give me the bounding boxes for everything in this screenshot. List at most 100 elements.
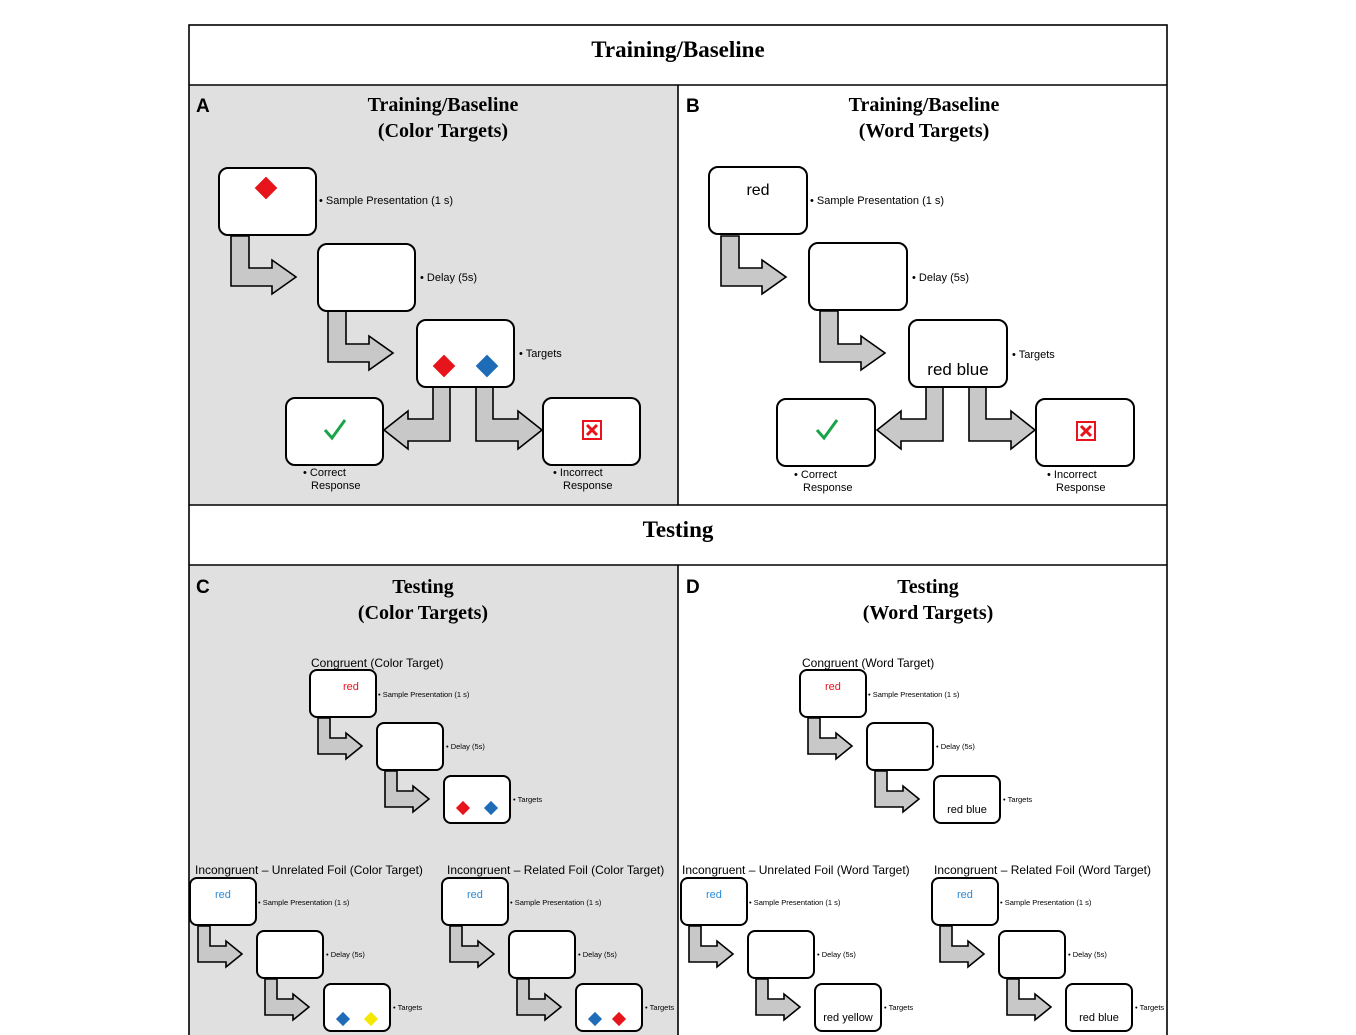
incorrect-label: Response (1056, 482, 1106, 494)
diamond-icon (483, 800, 499, 816)
targets-label: • Targets (1003, 795, 1032, 804)
arrow-down-right (475, 386, 544, 451)
arrow-down-right (516, 978, 563, 1022)
arrow-down-right (819, 310, 887, 372)
panel-letter-a: A (196, 96, 210, 117)
panel-b-title-line2: (Word Targets) (859, 120, 990, 142)
delay-screen (747, 930, 815, 979)
arrow-down-right (317, 717, 364, 761)
sample-word: red (746, 182, 769, 199)
cross-box-icon (1076, 421, 1096, 441)
cross-box-icon (582, 420, 602, 440)
target-words: red blue (947, 804, 987, 816)
delay-label: • Delay (5s) (578, 950, 617, 959)
delay-label: • Delay (5s) (326, 950, 365, 959)
delay-label: • Delay (5s) (817, 950, 856, 959)
panel-b-flow: red • Sample Presentation (1 s) • Delay … (708, 166, 1135, 494)
diamond-icon (455, 800, 471, 816)
incorrect-label: Response (563, 480, 613, 492)
panel-a-title-line1: Training/Baseline (368, 94, 519, 116)
sample-word: red (467, 889, 483, 901)
sample-word: red (215, 889, 231, 901)
sample-screen (708, 166, 808, 235)
panel-letter-b: B (686, 96, 700, 117)
delay-screen (866, 722, 934, 771)
delay-screen (998, 930, 1066, 979)
targets-screen (323, 983, 391, 1032)
condition-title: Incongruent – Unrelated Foil (Color Targ… (195, 863, 423, 877)
arrow-down-right (230, 235, 298, 296)
delay-screen (376, 722, 444, 771)
target-words: red blue (927, 360, 988, 379)
arrow-down-right (384, 770, 431, 814)
check-icon (323, 419, 347, 441)
panel-d-title-line1: Testing (897, 576, 959, 598)
targets-screen (1065, 983, 1133, 1032)
panel-c-title-line2: (Color Targets) (358, 602, 488, 624)
arrow-down-right (264, 978, 311, 1022)
arrow-down-right (197, 925, 244, 969)
arrow-down-right (968, 386, 1037, 451)
targets-label: • Targets (519, 348, 562, 360)
sample-label: • Sample Presentation (1 s) (749, 898, 841, 907)
targets-label: • Targets (1135, 1003, 1164, 1012)
arrow-down-right (720, 235, 788, 296)
figure-frame (188, 24, 1168, 1035)
targets-label: • Targets (513, 795, 542, 804)
sample-word: red (825, 681, 841, 693)
check-icon (815, 419, 839, 441)
sample-label: • Sample Presentation (1 s) (868, 690, 960, 699)
arrow-down-right (688, 925, 735, 969)
sample-screen (931, 877, 999, 926)
targets-screen (575, 983, 643, 1032)
correct-screen (776, 398, 876, 467)
incorrect-label: • Incorrect (1047, 469, 1097, 481)
arrow-down-right (327, 310, 395, 372)
sample-screen (680, 877, 748, 926)
panel-letter-c: C (196, 577, 210, 598)
delay-label: • Delay (5s) (420, 272, 477, 284)
section-title-testing: Testing (643, 517, 714, 542)
diamond-icon (475, 354, 499, 378)
condition-title: Incongruent – Related Foil (Word Target) (934, 863, 1151, 877)
correct-label: • Correct (303, 467, 346, 479)
arrow-down-left (875, 386, 944, 451)
correct-screen (285, 397, 384, 466)
arrow-down-right (874, 770, 921, 814)
arrow-down-right (807, 717, 854, 761)
condition-title: Congruent (Word Target) (802, 656, 934, 670)
panel-b-title-line1: Training/Baseline (849, 94, 1000, 116)
sample-screen (309, 669, 377, 718)
sample-screen (799, 669, 867, 718)
targets-label: • Targets (645, 1003, 674, 1012)
delay-label: • Delay (5s) (912, 272, 969, 284)
targets-label: • Targets (884, 1003, 913, 1012)
correct-label: Response (803, 482, 853, 494)
targets-screen (933, 775, 1001, 824)
delay-label: • Delay (5s) (936, 742, 975, 751)
sample-screen (441, 877, 509, 926)
delay-screen (508, 930, 576, 979)
sample-label: • Sample Presentation (1 s) (319, 195, 453, 207)
condition-title: Incongruent – Related Foil (Color Target… (447, 863, 664, 877)
correct-label: Response (311, 480, 361, 492)
targets-screen (443, 775, 511, 824)
target-words: red blue (1079, 1012, 1119, 1024)
targets-screen (814, 983, 882, 1032)
diamond-icon (335, 1011, 351, 1027)
delay-screen (317, 243, 416, 312)
targets-label: • Targets (1012, 349, 1055, 361)
panel-d-title-line2: (Word Targets) (863, 602, 994, 624)
diamond-icon (587, 1011, 603, 1027)
arrow-down-left (382, 386, 451, 451)
delay-screen (808, 242, 908, 311)
arrow-down-right (755, 978, 802, 1022)
sample-label: • Sample Presentation (1 s) (1000, 898, 1092, 907)
sample-screen (189, 877, 257, 926)
sample-label: • Sample Presentation (1 s) (378, 690, 470, 699)
correct-label: • Correct (794, 469, 837, 481)
sample-word: red (706, 889, 722, 901)
diamond-icon (611, 1011, 627, 1027)
diamond-icon (363, 1011, 379, 1027)
